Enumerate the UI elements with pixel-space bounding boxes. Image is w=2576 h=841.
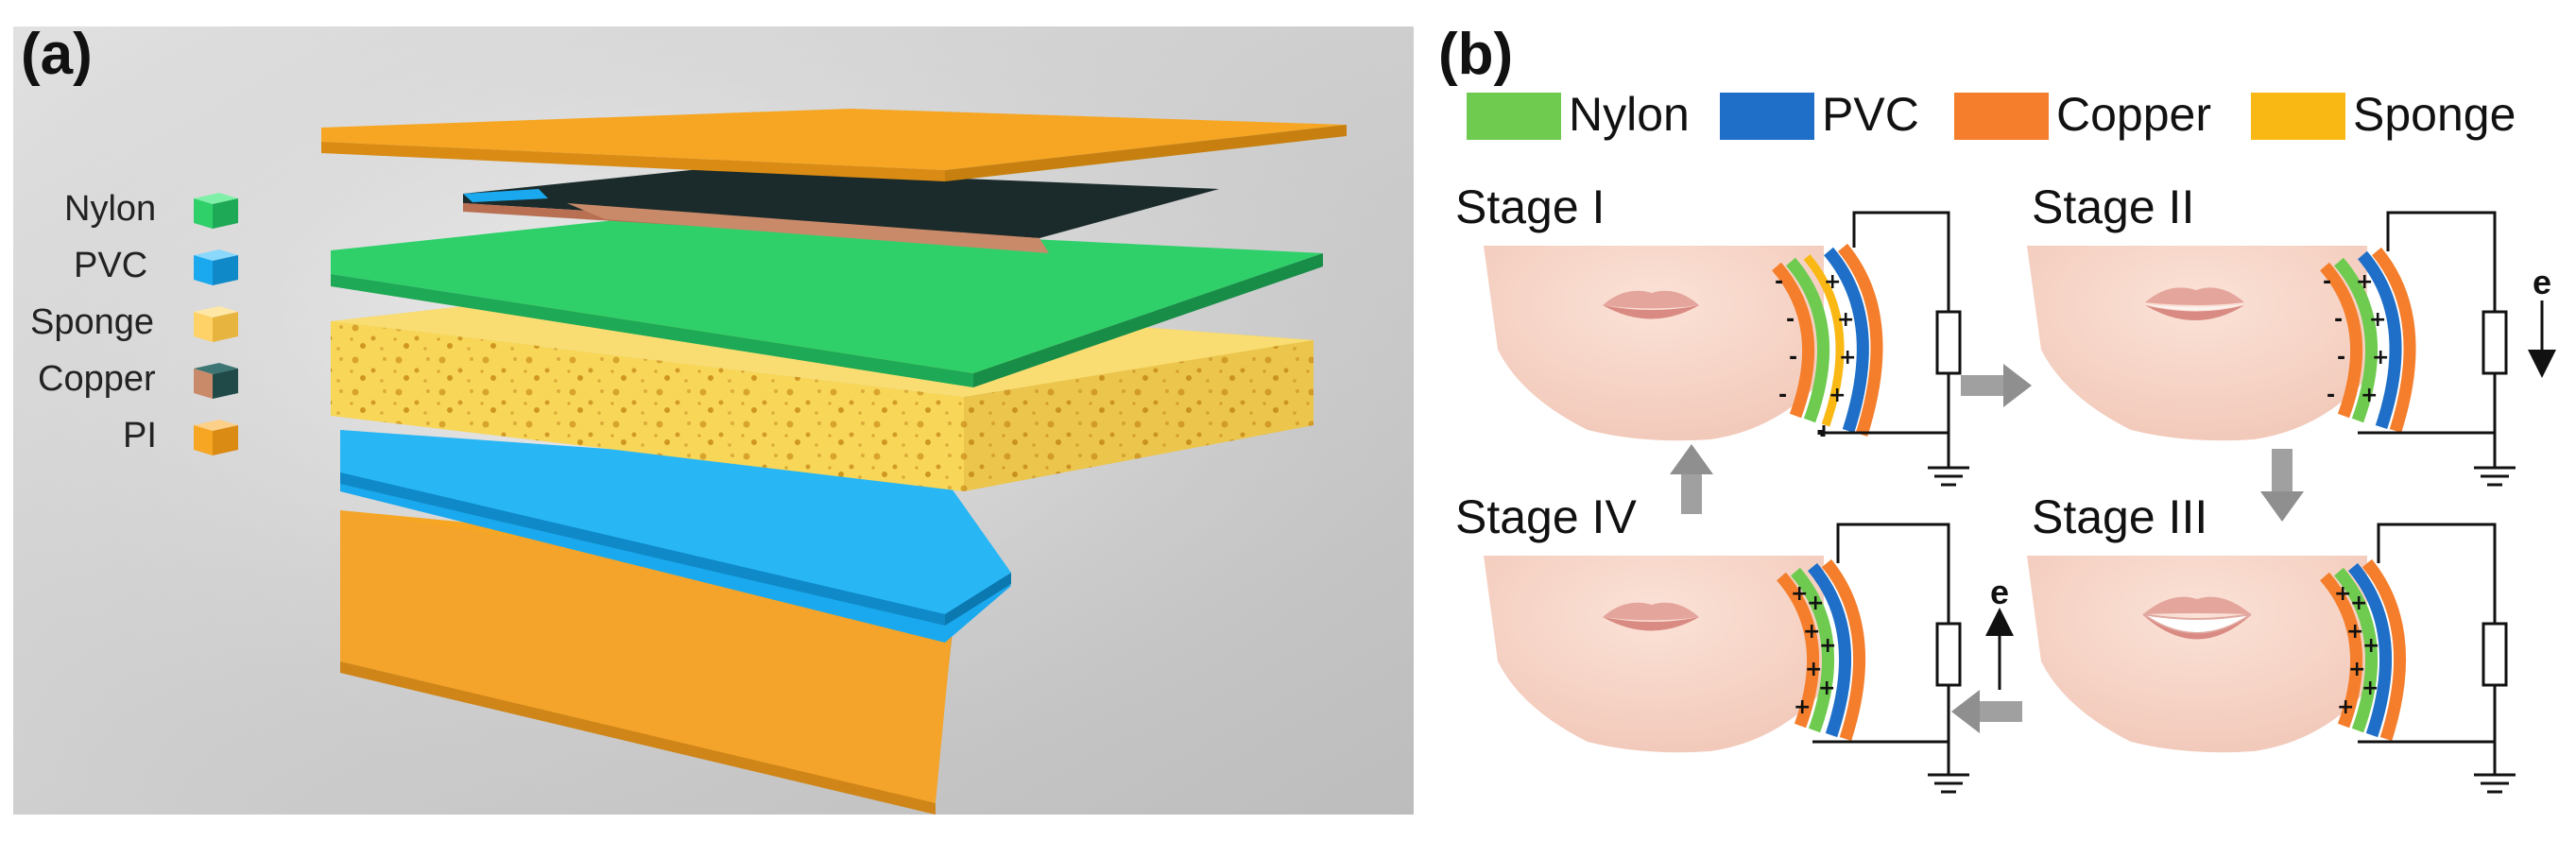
svg-text:+: + — [1824, 270, 1841, 294]
stage-arrow-1-to-2 — [1961, 364, 2032, 407]
svg-text:+: + — [1807, 592, 1824, 615]
svg-text:+: + — [2356, 270, 2373, 294]
svg-text:+: + — [2334, 582, 2351, 606]
circuits — [1812, 211, 2516, 794]
svg-text:-: - — [1775, 270, 1783, 294]
svg-text:+: + — [2346, 620, 2363, 644]
swatch-sponge — [2251, 93, 2345, 140]
stage-arrow-4-to-1 — [1670, 444, 1713, 514]
stage-1-face — [1484, 246, 1824, 441]
stage-2-face — [2027, 246, 2367, 441]
svg-text:-: - — [2323, 270, 2331, 294]
layer-label-pi: PI — [123, 416, 157, 455]
svg-text:+: + — [2337, 695, 2354, 719]
svg-text:+: + — [2350, 592, 2367, 615]
layer-label-pvc: PVC — [74, 246, 148, 285]
electron-label-stage-2: e — [2533, 263, 2552, 301]
stage-label-2: Stage II — [2032, 180, 2195, 233]
svg-text:+: + — [1818, 677, 1835, 700]
swatch-pvc — [1720, 93, 1814, 140]
stage-arrow-3-to-4 — [1951, 690, 2022, 733]
swatch-nylon — [1467, 93, 1561, 140]
nylon-layer — [331, 219, 1323, 387]
stage-1-sensor — [1772, 243, 1883, 437]
panel-b: ---- ++++ ---- ++++ ++++ +++ ++++ +++ — [1467, 93, 2556, 794]
svg-text:+: + — [1839, 346, 1856, 369]
svg-text:+: + — [2362, 634, 2379, 658]
svg-text:-: - — [1789, 346, 1797, 369]
layer-label-sponge: Sponge — [30, 302, 155, 342]
legend-cube-sponge — [194, 306, 238, 342]
charge-symbols: ---- ++++ ---- ++++ ++++ +++ ++++ +++ — [1775, 270, 2389, 719]
stage-label-3: Stage III — [2032, 490, 2208, 543]
svg-text:+: + — [2361, 384, 2378, 407]
layers-legend — [194, 193, 238, 455]
panel-a — [13, 26, 1414, 815]
svg-text:+: + — [1803, 620, 1820, 644]
stage-3-sensor — [2320, 558, 2407, 741]
stage-label-1: Stage I — [1455, 180, 1606, 233]
svg-text:+: + — [1837, 308, 1854, 332]
layer-label-nylon: Nylon — [64, 189, 157, 229]
legend-cube-pvc — [194, 249, 238, 285]
legend-cube-copper — [194, 363, 238, 399]
svg-text:+: + — [2372, 346, 2389, 369]
stage-label-4: Stage IV — [1455, 490, 1637, 543]
svg-text:+: + — [1819, 634, 1836, 658]
legend-cube-pi — [194, 420, 238, 455]
svg-text:-: - — [2337, 346, 2345, 369]
layer-label-copper: Copper — [38, 359, 156, 399]
legend-label-pvc: PVC — [1822, 88, 1919, 141]
electron-label-stage-4: e — [1990, 573, 2010, 611]
svg-text:+: + — [1805, 658, 1822, 681]
legend-cube-nylon — [194, 193, 238, 229]
legend-label-sponge: Sponge — [2353, 88, 2516, 141]
svg-text:+: + — [2361, 677, 2379, 700]
stage-4-sensor — [1777, 558, 1866, 741]
svg-text:-: - — [1778, 384, 1787, 407]
panel-label-a: (a) — [21, 22, 93, 87]
panel-label-b: (b) — [1438, 22, 1514, 87]
svg-text:+: + — [1791, 582, 1808, 606]
svg-text:+: + — [1829, 384, 1846, 407]
svg-text:+: + — [2348, 658, 2365, 681]
legend-label-nylon: Nylon — [1569, 88, 1690, 141]
svg-text:-: - — [2334, 308, 2343, 332]
svg-text:+: + — [1794, 695, 1811, 719]
svg-text:-: - — [1786, 308, 1795, 332]
pi-top-layer — [321, 109, 1347, 181]
stage-2-sensor — [2320, 247, 2416, 433]
stage-4-face — [1484, 556, 1824, 753]
swatch-copper — [1954, 93, 2049, 140]
stage-arrow-2-to-3 — [2260, 449, 2304, 522]
svg-text:+: + — [2369, 308, 2386, 332]
svg-text:-: - — [2327, 384, 2335, 407]
copper-top-layer — [463, 168, 1219, 253]
legend-label-copper: Copper — [2056, 88, 2211, 141]
stage-3-face — [2027, 556, 2367, 753]
